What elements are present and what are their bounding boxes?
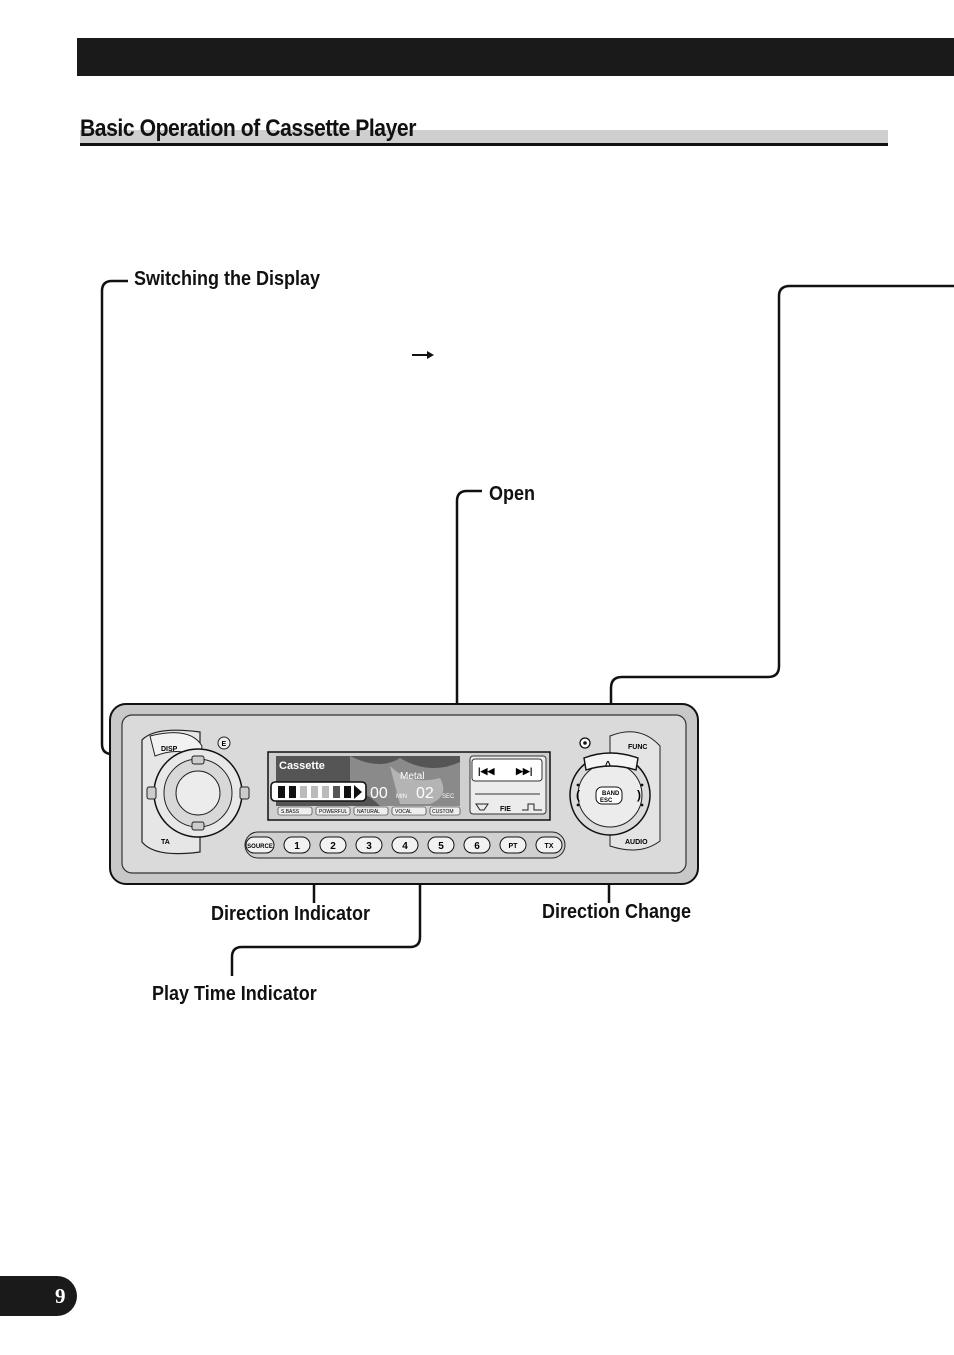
volume-knob[interactable] — [146, 748, 250, 838]
section-title-text: Basic Operation of Cassette Player — [80, 115, 417, 142]
display-type-text: Metal — [400, 771, 424, 782]
fast-forward-icon: ▶▶| — [515, 766, 532, 776]
button-tx[interactable]: TX — [535, 836, 563, 854]
head-unit-illustration: DISP TA E Cassette Metal 00 MIN 02 SEC — [109, 703, 699, 885]
svg-text:): ) — [637, 788, 641, 802]
svg-text:DISP: DISP — [161, 746, 178, 753]
page-number: 9 — [55, 1284, 66, 1308]
button-5[interactable]: 5 — [427, 836, 455, 854]
callout-direction-indicator: Direction Indicator — [211, 903, 371, 925]
button-4[interactable]: 4 — [391, 836, 419, 854]
svg-text:5: 5 — [438, 841, 444, 852]
ta-label: TA — [161, 839, 170, 846]
svg-text:NATURAL: NATURAL — [357, 809, 380, 815]
svg-text:4: 4 — [402, 841, 408, 852]
svg-text:CUSTOM: CUSTOM — [432, 809, 454, 815]
svg-text:2: 2 — [330, 841, 336, 852]
svg-text:MIN: MIN — [396, 794, 407, 800]
rewind-icon: |◀◀ — [478, 766, 495, 776]
svg-text:(: ( — [576, 788, 580, 802]
svg-text:POWERFUL: POWERFUL — [319, 809, 348, 815]
svg-text:SEC: SEC — [442, 794, 455, 800]
button-3[interactable]: 3 — [355, 836, 383, 854]
svg-text:^: ^ — [605, 760, 611, 771]
svg-text:00: 00 — [370, 785, 388, 802]
svg-text:TX: TX — [545, 843, 554, 850]
button-2[interactable]: 2 — [319, 836, 347, 854]
svg-text:E: E — [222, 741, 227, 748]
button-1[interactable]: 1 — [283, 836, 311, 854]
eq-labels: S.BASS POWERFUL NATURAL VOCAL CUSTOM — [277, 806, 461, 816]
callout-open: Open — [489, 483, 536, 505]
svg-text:6: 6 — [474, 841, 480, 852]
svg-text:PT: PT — [509, 843, 519, 850]
fie-label: FIE — [500, 806, 511, 813]
svg-text:3: 3 — [366, 841, 372, 852]
svg-text:SOURCE: SOURCE — [247, 844, 273, 850]
svg-text:ESC: ESC — [600, 798, 613, 804]
callout-direction-change: Direction Change — [542, 901, 692, 923]
section-title: Basic Operation of Cassette Player — [80, 113, 888, 146]
button-source[interactable]: SOURCE — [245, 836, 275, 854]
func-label: FUNC — [628, 744, 647, 751]
play-time-readout: 00 MIN 02 SEC — [370, 785, 455, 802]
page-number-badge: 9 — [0, 1276, 77, 1316]
header-bar — [77, 38, 954, 76]
svg-text:02: 02 — [416, 785, 434, 802]
e-button[interactable]: E — [217, 736, 231, 750]
svg-text:S.BASS: S.BASS — [281, 809, 300, 815]
button-pt[interactable]: PT — [499, 836, 527, 854]
audio-label: AUDIO — [625, 839, 648, 846]
button-6[interactable]: 6 — [463, 836, 491, 854]
band-esc-button[interactable]: BAND ESC — [595, 786, 623, 805]
callout-switching-display: Switching the Display — [134, 268, 321, 290]
callout-play-time-indicator: Play Time Indicator — [152, 983, 317, 1005]
svg-text:BAND: BAND — [602, 791, 620, 797]
svg-text:VOCAL: VOCAL — [395, 809, 412, 815]
display-source-text: Cassette — [279, 760, 325, 772]
svg-text:1: 1 — [294, 841, 300, 852]
direction-indicator-bar — [270, 781, 367, 802]
arrow-right-icon — [412, 351, 434, 359]
